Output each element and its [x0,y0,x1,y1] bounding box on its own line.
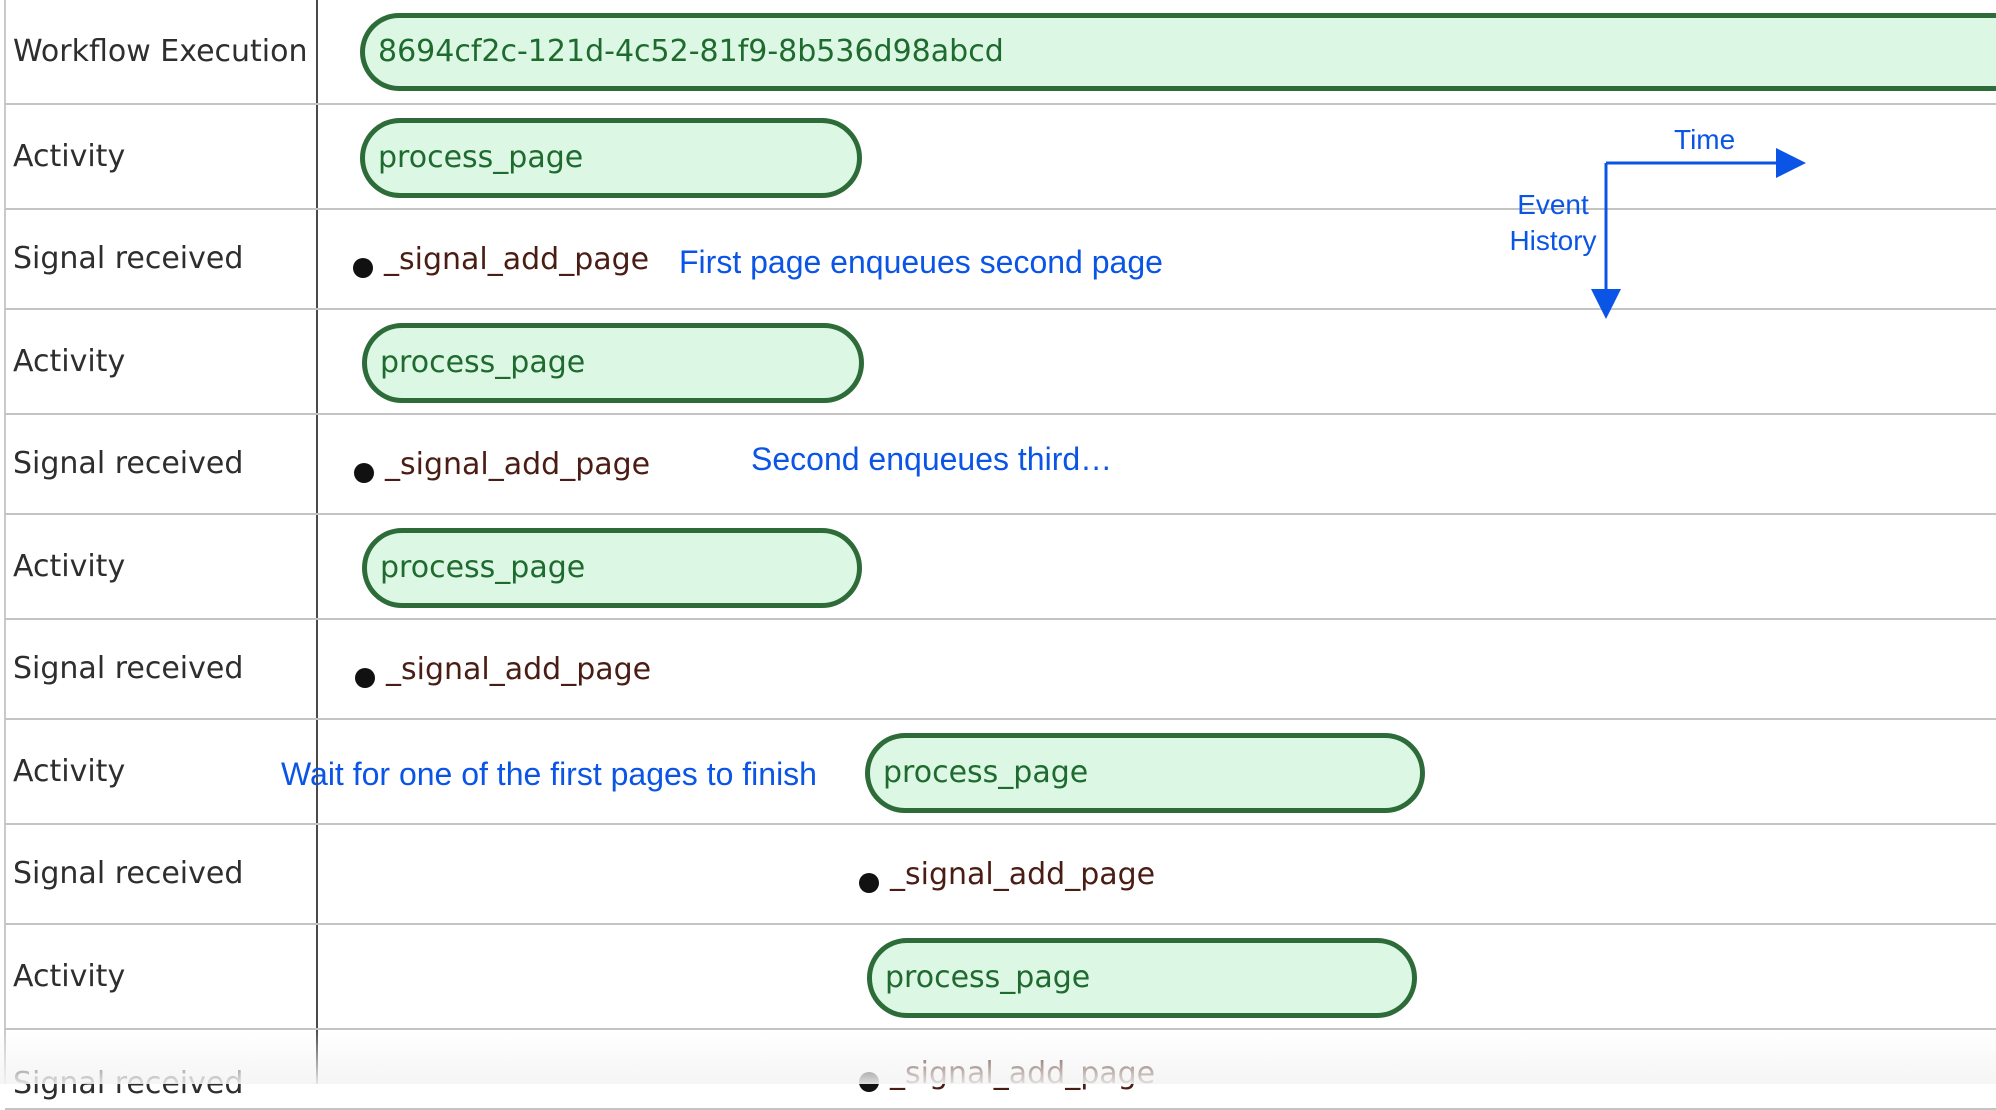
note-first-enqueue: First page enqueues second page [679,244,1163,280]
activity-bar[interactable]: process_page [362,528,862,608]
workflow-execution-bar[interactable]: 8694cf2c-121d-4c52-81f9-8b536d98abcd [360,13,1996,91]
signal-marker-icon [353,258,373,278]
signal-marker-icon [354,463,374,483]
signal-name: _signal_add_page [384,242,650,277]
note-wait: Wait for one of the first pages to finis… [281,756,817,792]
signal-marker-icon [355,668,375,688]
row-label: Activity [13,753,126,789]
history-row-activity[interactable] [5,105,1996,210]
signal-name: _signal_add_page [386,652,652,687]
row-label: Signal received [13,241,244,276]
row-label: Activity [13,548,126,584]
bottom-fade [0,1030,1996,1084]
activity-bar[interactable]: process_page [360,118,862,198]
history-row-signal[interactable] [5,620,1996,720]
history-row-signal[interactable] [5,825,1996,925]
row-label: Workflow Execution [13,33,308,69]
row-label: Activity [13,138,126,174]
row-label: Signal received [13,856,244,891]
row-label: Signal received [13,651,244,686]
event-history-timeline: Workflow Execution 8694cf2c-121d-4c52-81f… [4,0,1996,1110]
signal-marker-icon [859,873,879,893]
history-row-activity[interactable] [5,925,1996,1030]
history-row-execution[interactable] [5,0,1996,105]
note-second-enqueue: Second enqueues third… [751,441,1113,477]
history-row-activity[interactable] [5,310,1996,415]
row-label: Activity [13,958,126,994]
history-row-activity[interactable] [5,720,1996,825]
left-border [4,0,6,1084]
row-label: Activity [13,343,126,379]
history-row-activity[interactable] [5,515,1996,620]
activity-bar[interactable]: process_page [867,938,1417,1018]
signal-name: _signal_add_page [385,447,651,482]
activity-bar[interactable]: process_page [865,733,1425,813]
signal-name: _signal_add_page [890,857,1156,892]
activity-bar[interactable]: process_page [362,323,864,403]
row-label: Signal received [13,446,244,481]
history-row-signal[interactable] [5,210,1996,310]
label-column-divider [316,0,318,1084]
history-row-signal[interactable] [5,415,1996,515]
